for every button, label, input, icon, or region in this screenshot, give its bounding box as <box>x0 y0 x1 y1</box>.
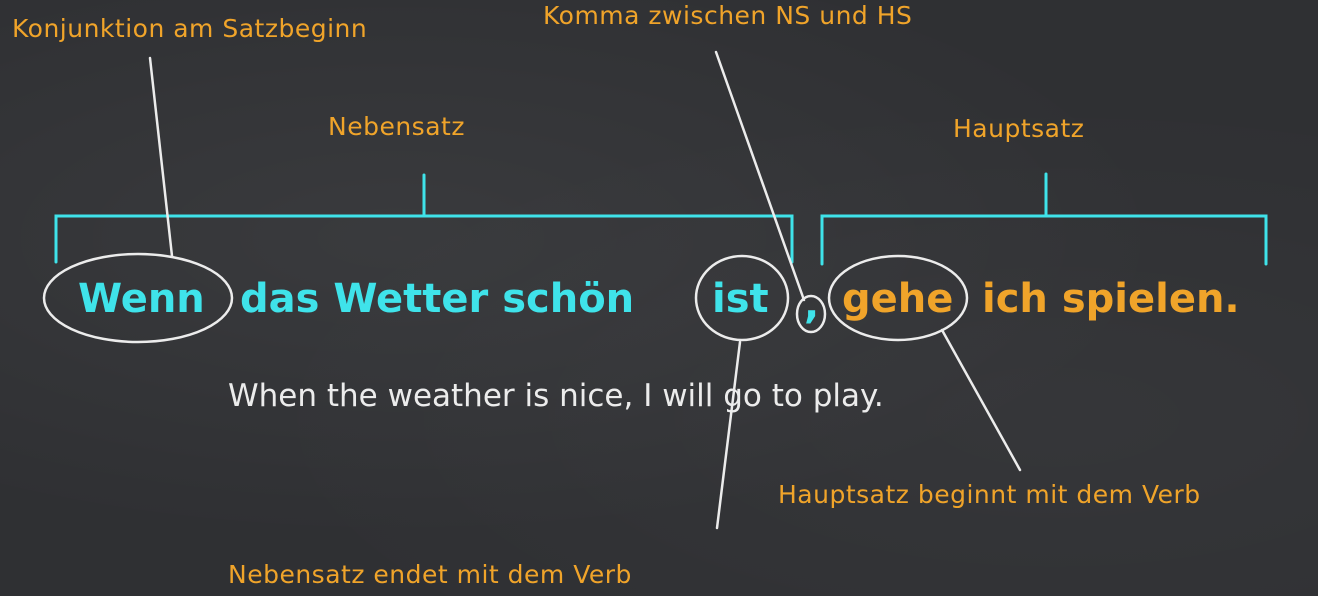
phrase-ich-spielen: ich spielen. <box>982 276 1240 322</box>
wenn-circle <box>42 252 234 344</box>
ist-circle <box>694 254 790 342</box>
label-comma: Komma zwischen NS und HS <box>543 1 913 30</box>
phrase-das-wetter-schoen: das Wetter schön <box>240 276 635 322</box>
comma-circle <box>795 294 827 334</box>
gehe-circle <box>827 254 969 342</box>
nebensatz-bracket <box>54 173 794 264</box>
comma-mark: , <box>804 282 820 328</box>
gehe-pointer-line <box>940 328 1022 472</box>
ist-pointer-line <box>715 340 742 530</box>
english-translation: When the weather is nice, I will go to p… <box>228 378 884 414</box>
conjunction-pointer-line <box>148 56 174 258</box>
word-gehe: gehe <box>842 276 954 322</box>
comma-pointer-line <box>714 50 806 302</box>
label-hauptsatz: Hauptsatz <box>953 114 1085 143</box>
label-nebensatz-verb: Nebensatz endet mit dem Verb <box>228 560 632 589</box>
word-ist: ist <box>712 276 769 322</box>
label-conjunction: Konjunktion am Satzbeginn <box>12 14 368 43</box>
label-nebensatz: Nebensatz <box>328 112 465 141</box>
label-hauptsatz-verb: Hauptsatz beginnt mit dem Verb <box>778 480 1201 509</box>
word-wenn: Wenn <box>78 276 205 322</box>
hauptsatz-bracket <box>820 172 1268 266</box>
